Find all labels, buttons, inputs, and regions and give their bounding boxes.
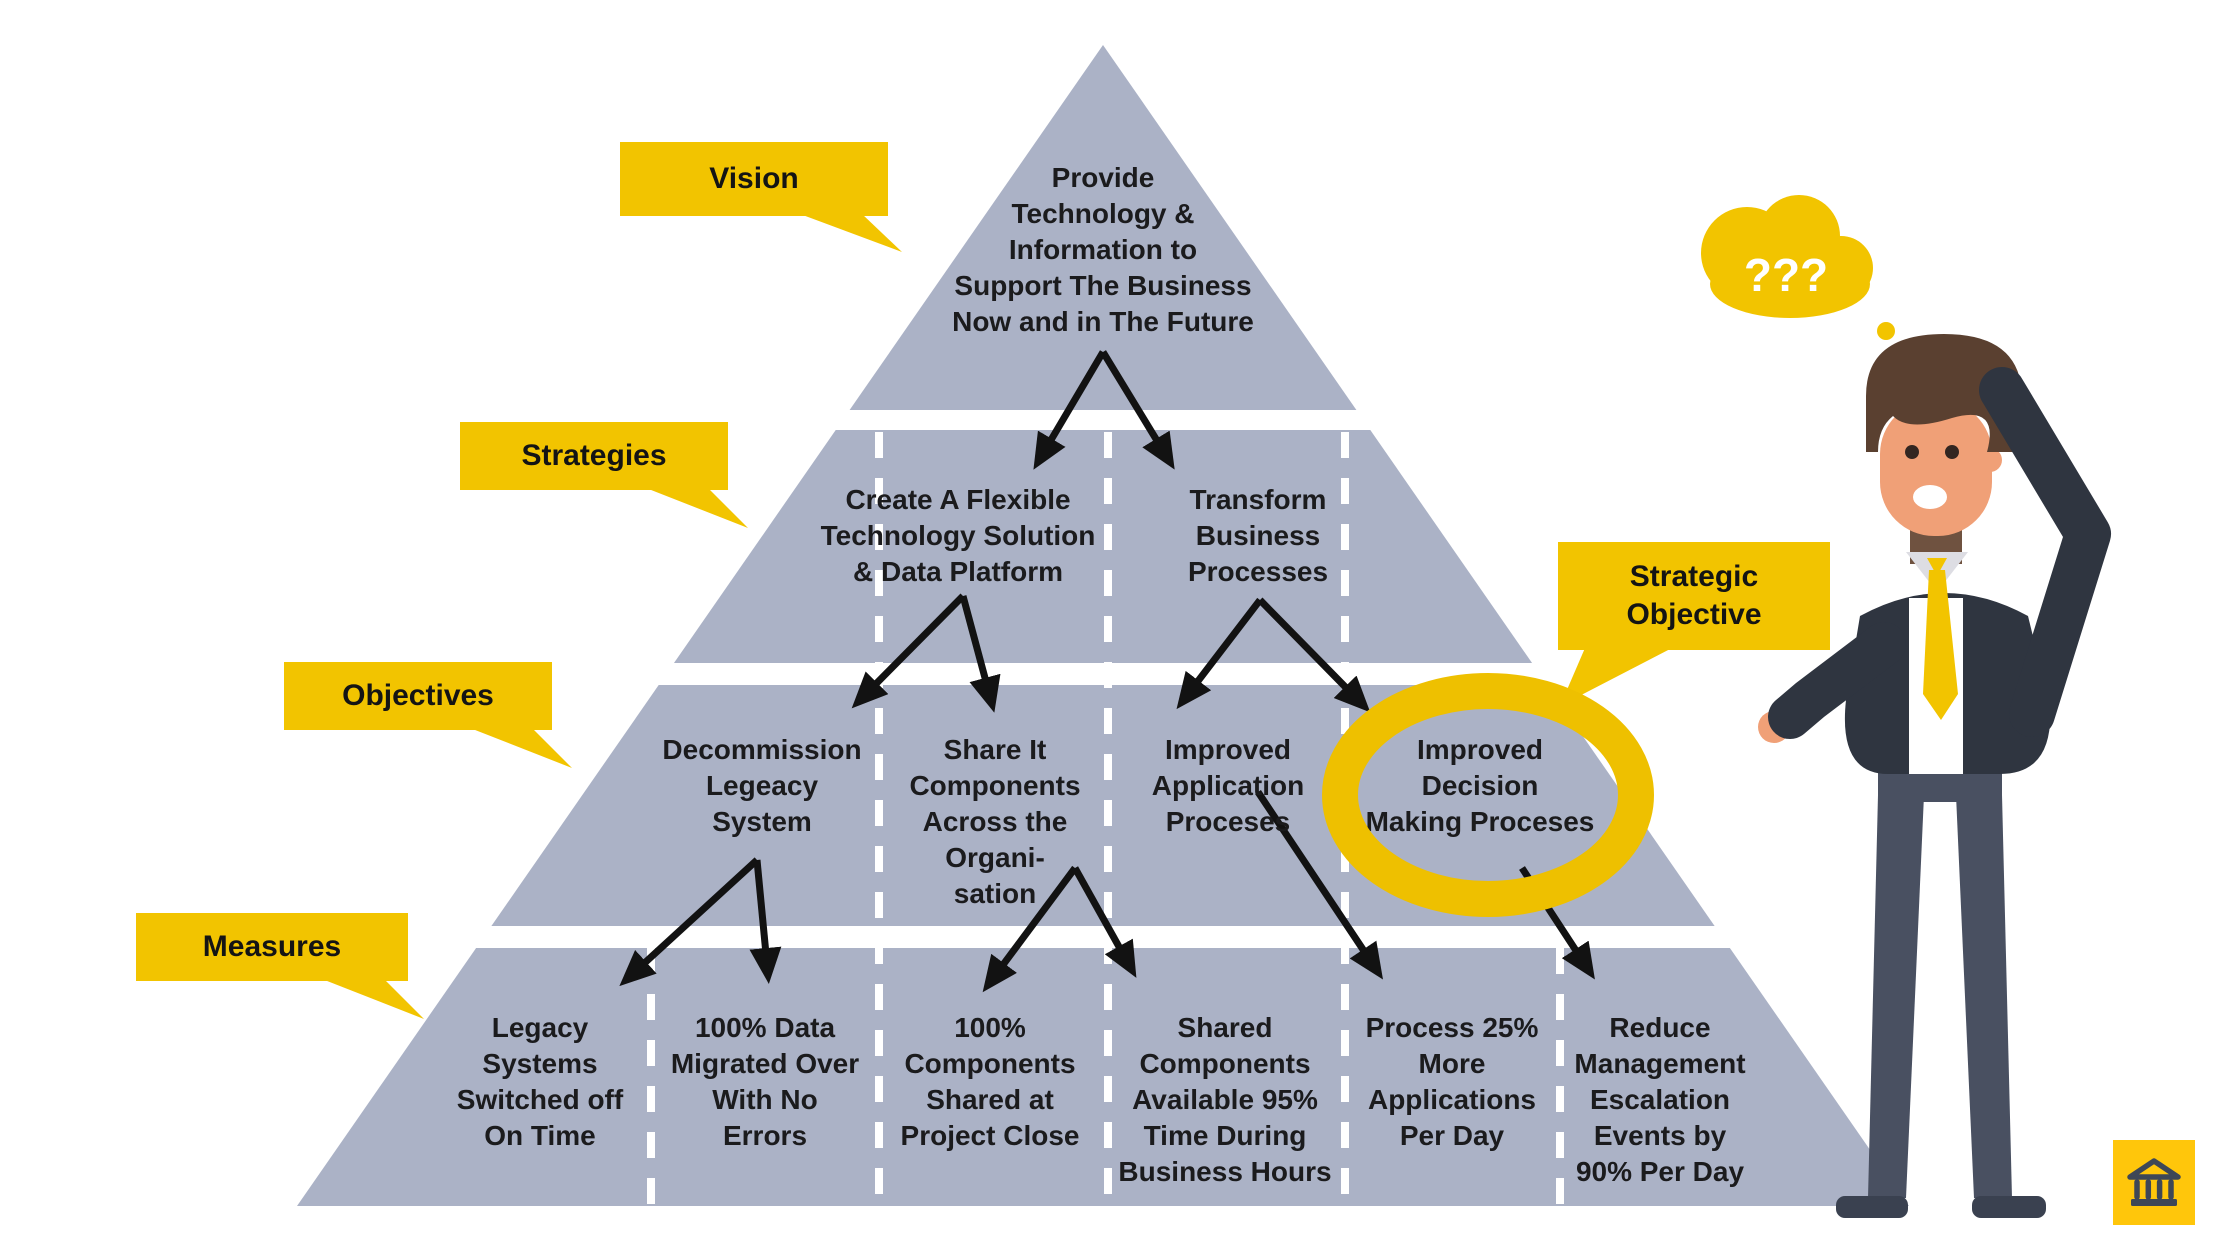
man-smile — [1913, 485, 1947, 509]
man-hair — [1866, 334, 2022, 452]
objective-decommission-legacy: Decommission Legeacy System — [662, 734, 862, 837]
thinking-man — [1758, 334, 2111, 1218]
man-shoe-right — [1972, 1196, 2046, 1218]
callout-label-vision: Vision — [709, 162, 799, 195]
measure-process-applications: Process 25% More Applications Per Day — [1365, 1012, 1539, 1151]
measure-data-migrated: 100% Data Migrated Over With No Errors — [670, 1012, 860, 1151]
callout-bubble-measures — [136, 913, 424, 1019]
thought-cloud-icon — [1701, 195, 1895, 340]
callout-bubble-objectives — [284, 662, 572, 768]
measure-legacy-switchoff: Legacy Systems Switched off On Time — [456, 1012, 624, 1151]
callout-bubble-strategies — [460, 422, 748, 528]
callout-bubble-strategic-objective — [1558, 542, 1830, 706]
man-tie — [1923, 558, 1958, 720]
question-marks-text: ??? — [1743, 249, 1829, 301]
objective-improved-application: Improved Application Proceses — [1151, 734, 1305, 837]
objective-share-components: Share It Components Across the Organi- s… — [909, 734, 1081, 909]
callout-bubble-vision — [620, 142, 902, 252]
man-lowered-arm — [1768, 622, 1906, 739]
measure-components-available: Shared Components Available 95% Time Dur… — [1118, 1012, 1332, 1187]
strategy-transform-processes: Transform Business Processes — [1187, 484, 1329, 587]
man-legs — [1836, 766, 2046, 1218]
callout-label-strategies: Strategies — [521, 439, 667, 472]
objective-improved-decision: Improved Decision Making Proceses — [1365, 734, 1595, 837]
callout-label-measures: Measures — [202, 930, 342, 963]
man-head — [1866, 334, 2022, 536]
callout-label-objectives: Objectives — [342, 679, 494, 712]
bank-icon — [2127, 1157, 2181, 1206]
bank-logo-button — [2113, 1140, 2195, 1225]
measure-reduce-escalations: Reduce Management Escalation Events by 9… — [1574, 1012, 1746, 1187]
measure-components-shared: 100% Components Shared at Project Close — [900, 1012, 1080, 1151]
man-face — [1880, 400, 1992, 536]
man-ear — [1978, 448, 2002, 472]
man-eye-right — [1945, 445, 1959, 459]
man-shoe-left — [1836, 1196, 1908, 1218]
strategy-flexible-technology: Create A Flexible Technology Solution & … — [820, 484, 1096, 587]
callout-label-strategic-objective: Strategic Objective — [1626, 560, 1762, 631]
man-raised-arm — [1979, 367, 2111, 737]
vision-statement: Provide Technology & Information to Supp… — [952, 162, 1254, 337]
man-eye-left — [1905, 445, 1919, 459]
